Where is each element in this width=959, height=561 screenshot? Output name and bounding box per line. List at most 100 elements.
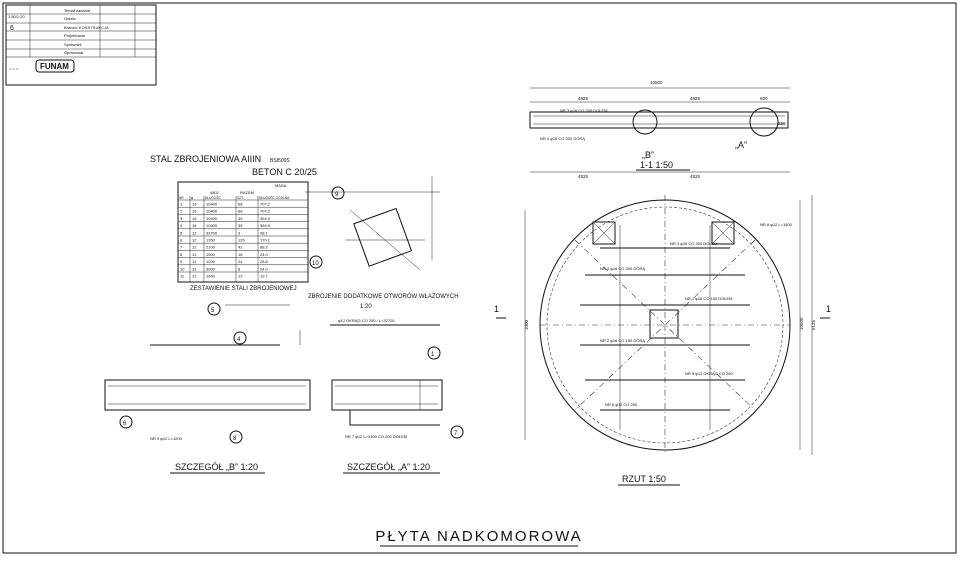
table-header: φ <box>191 196 193 200</box>
titleblock-row-3: Branża: KONSTRUKCJA <box>64 25 109 30</box>
table-cell: 3 <box>180 216 183 221</box>
table-cell: 12 <box>192 230 197 235</box>
extra-detail-scale: 1:20 <box>360 304 372 310</box>
table-cell: 16 <box>192 223 197 228</box>
titleblock-row-1: Temat zadania <box>64 8 91 13</box>
mass-label: MASA <box>275 183 287 188</box>
note-1: φ12 OKRĄG CO 250 / L=32700 <box>338 318 395 323</box>
dim-overall: 10500 <box>650 80 663 85</box>
mark-a: „A” <box>735 140 747 150</box>
note-2: NR 7 φ12 L=2100 CO 200 DOŁEM <box>345 434 407 439</box>
table-cell: 16 <box>192 209 197 214</box>
table-cell: 8 <box>238 266 241 271</box>
dim-top-seg-3: 600 <box>760 96 768 101</box>
svg-text:9: 9 <box>335 192 339 198</box>
table-cell: 12 <box>192 266 197 271</box>
svg-text:5: 5 <box>211 308 215 314</box>
steel-class: STAL ZBROJENIOWA AIIIN <box>150 154 261 164</box>
table-cell: 16 <box>192 216 197 221</box>
mark-b: „B” <box>642 150 654 160</box>
titleblock-row-6: Opracował <box>64 50 83 55</box>
plan-radius: 5125 <box>811 319 816 330</box>
plan-label-4: NR 2 φ16 CO 150 GÓRĄ <box>600 338 645 343</box>
table-cell: 707.2 <box>260 209 271 214</box>
table-cell: 12 <box>192 245 197 250</box>
svg-text:8: 8 <box>233 436 237 442</box>
title-block: Temat zadania Obiekt Branża: KONSTRUKCJA… <box>5 4 157 86</box>
table-cell: 1200 <box>206 259 216 264</box>
section-note-1: NR 4 φ16 CO 300 GÓRĄ <box>540 136 585 141</box>
table-cell: 68 <box>238 209 243 214</box>
plan-label-7: NR 8 φ12 L=1500 <box>760 222 793 227</box>
table-cell: 10400 <box>206 223 218 228</box>
company-logo: FUNAM <box>40 62 69 71</box>
table-cell: 98.1 <box>260 230 269 235</box>
svg-text:7: 7 <box>454 431 458 437</box>
table-cell: 42 <box>238 245 243 250</box>
table-cell: 10400 <box>206 216 218 221</box>
titleblock-row-5: Sprawdził <box>64 42 81 47</box>
dim-top-seg-1: 4825 <box>578 96 589 101</box>
table-header: DŁUGOŚĆ OGÓLNA <box>259 195 290 200</box>
concrete-class: BETON C 20/25 <box>252 167 317 177</box>
table-cell: 4 <box>180 223 183 228</box>
detail-a-title: SZCZEGÓŁ „A” 1:20 <box>347 462 430 472</box>
table-cell: 16 <box>192 202 197 207</box>
table-cell: 24 <box>238 259 243 264</box>
table-cell: 10400 <box>206 209 218 214</box>
opening-detail: 9 10 ZBROJENIE DODATKOWE OTWORÓW WŁAZOWY… <box>305 176 459 310</box>
table-cell: 5 <box>180 230 183 235</box>
svg-text:1: 1 <box>431 352 435 358</box>
section-mark-left: 1 <box>494 304 499 314</box>
table-cell: 3000 <box>206 266 216 271</box>
svg-text:⌂ ⌂ ⌂: ⌂ ⌂ ⌂ <box>9 66 19 71</box>
table-cell: 2 <box>180 209 183 214</box>
sheet-frame <box>2 2 957 554</box>
section-1-1: 10500 4825 4825 600 „A” „B” 4825 4825 25… <box>529 80 790 179</box>
dim-thickness: 250 <box>778 121 786 126</box>
table-cell: 12 <box>192 259 197 264</box>
table-cell: 6 <box>180 238 183 243</box>
svg-text:4: 4 <box>237 337 241 343</box>
table-cell: 32700 <box>206 230 218 235</box>
detail-b: 6 8 NR 9 φ12 L=1200 SZCZEGÓŁ „B” 1:20 <box>104 379 311 474</box>
table-cell: 10400 <box>206 202 218 207</box>
steel-table-title: ZESTAWIENIE STALI ZBROJENIOWEJ <box>190 286 297 292</box>
dim-top-seg-2: 4825 <box>690 96 701 101</box>
table-cell: 8 <box>180 252 183 257</box>
table-cell: 2100 <box>206 245 216 250</box>
table-header: DŁUGOŚĆ <box>205 195 221 200</box>
detail-b-title: SZCZEGÓŁ „B” 1:20 <box>175 462 258 472</box>
sheet-title: PŁYTA NADKOMOROWA <box>375 528 582 545</box>
total-label: RAZEM <box>240 190 254 195</box>
table-cell: 7 <box>180 245 183 250</box>
titleblock-row-2: Obiekt <box>64 16 76 21</box>
table-cell: 707.2 <box>260 202 271 207</box>
table-cell: 126 <box>238 238 245 243</box>
plan-label-3: NR 1 φ16 CO 150 DOŁEM <box>685 296 733 301</box>
table-cell: 24.0 <box>260 266 269 271</box>
titleblock-row-4: Projektował <box>64 33 85 38</box>
table-cell: 364.0 <box>260 223 271 228</box>
table-header: SZT. <box>237 196 244 200</box>
bar-shapes: φ12 OKRĄG CO 250 / L=32700 1 4 5 <box>150 302 441 360</box>
table-cell: 11 <box>180 274 185 279</box>
sheet-number: 6 <box>10 25 14 32</box>
plan-label-2: NR 4 φ16 CO 300 GÓRĄ <box>600 266 645 271</box>
steel-grade: BSt500S <box>270 158 290 164</box>
plan-view-title: RZUT 1:50 <box>622 474 666 484</box>
table-cell: 1 <box>180 202 183 207</box>
table-cell: 3 <box>238 230 241 235</box>
table-cell: 1640 <box>206 274 216 279</box>
dim-bot-seg-2: 4825 <box>690 174 701 179</box>
dim-bot-seg-1: 4825 <box>578 174 589 179</box>
table-header: NR <box>179 196 184 200</box>
table-cell: 19.7 <box>260 274 269 279</box>
steel-table: BETON C 20/25 STAL ZBROJENIOWA AIIIN BSt… <box>150 154 317 292</box>
table-cell: 68 <box>238 202 243 207</box>
table-cell: 12 <box>192 274 197 279</box>
extra-detail-title: ZBROJENIE DODATKOWE OTWORÓW WŁAZOWYCH <box>308 293 459 300</box>
table-cell: 1350 <box>206 238 216 243</box>
table-cell: 35 <box>238 216 243 221</box>
